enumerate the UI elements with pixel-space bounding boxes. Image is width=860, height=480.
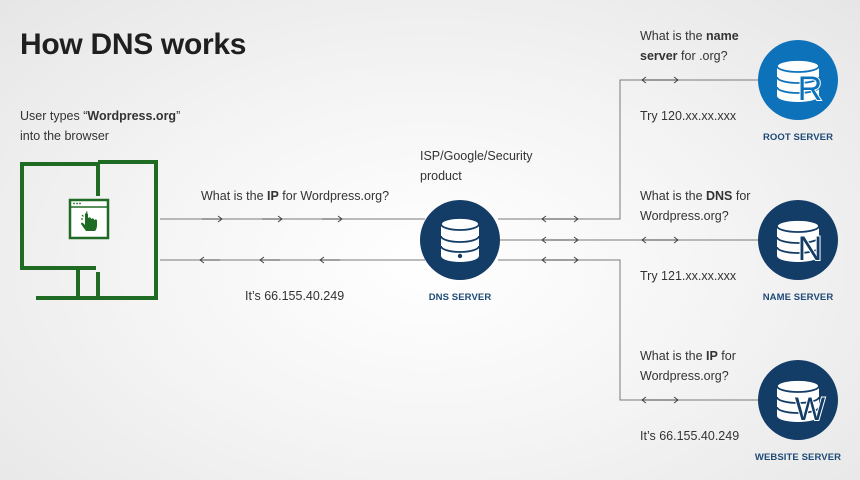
arrow-right-icon — [321, 215, 343, 223]
dns-server-label: DNS SERVER — [428, 292, 492, 303]
root-letter: R — [798, 70, 823, 108]
isp-label-line1: ISP/Google/Security — [420, 149, 533, 163]
arrow-left-icon — [319, 256, 341, 264]
root-query-line1: What is the name — [640, 29, 739, 43]
isp-label-line2: product — [420, 169, 462, 183]
ip-answer-text: It’s 66.155.40.249 — [245, 289, 345, 303]
arrow-right-icon — [201, 215, 223, 223]
root-query-line2: server for .org? — [640, 49, 728, 63]
root-answer: Try 120.xx.xx.xxx — [640, 109, 737, 123]
name-server-label: NAME SERVER — [762, 292, 834, 303]
website-query-line2: Wordpress.org? — [640, 369, 729, 383]
website-server-label: WEBSITE SERVER — [754, 452, 842, 463]
arrow-right-icon — [261, 215, 283, 223]
arrow-left-icon — [199, 256, 221, 264]
user-instruction-line1: User types “Wordpress.org” — [20, 109, 181, 123]
arrow-both-icon — [541, 215, 579, 223]
website-query-line1: What is the IP for — [640, 349, 736, 363]
arrow-both-icon — [641, 76, 679, 84]
computer-icon — [20, 160, 158, 300]
arrow-both-icon — [541, 256, 579, 264]
ip-query-text: What is the IP for Wordpress.org? — [201, 189, 390, 203]
name-query-line1: What is the DNS for — [640, 189, 751, 203]
website-letter: W — [795, 391, 826, 427]
arrow-both-icon — [541, 236, 579, 244]
arrow-both-icon — [641, 396, 679, 404]
server-connectors — [498, 79, 760, 401]
name-answer: Try 121.xx.xx.xxx — [640, 269, 737, 283]
name-server-icon: N — [758, 200, 838, 280]
root-server-icon: R — [758, 40, 838, 120]
website-server-icon: W — [758, 360, 838, 440]
name-letter: N — [798, 230, 823, 268]
website-answer: It’s 66.155.40.249 — [640, 429, 740, 443]
root-server-label: ROOT SERVER — [762, 132, 834, 143]
user-instruction-line2: into the browser — [20, 129, 109, 143]
arrow-left-icon — [259, 256, 281, 264]
query-connector — [160, 218, 425, 261]
dns-server-icon — [420, 200, 500, 280]
name-query-line2: Wordpress.org? — [640, 209, 729, 223]
arrow-both-icon — [641, 236, 679, 244]
hand-cursor-icon — [81, 211, 97, 231]
page-title: How DNS works — [20, 28, 247, 61]
